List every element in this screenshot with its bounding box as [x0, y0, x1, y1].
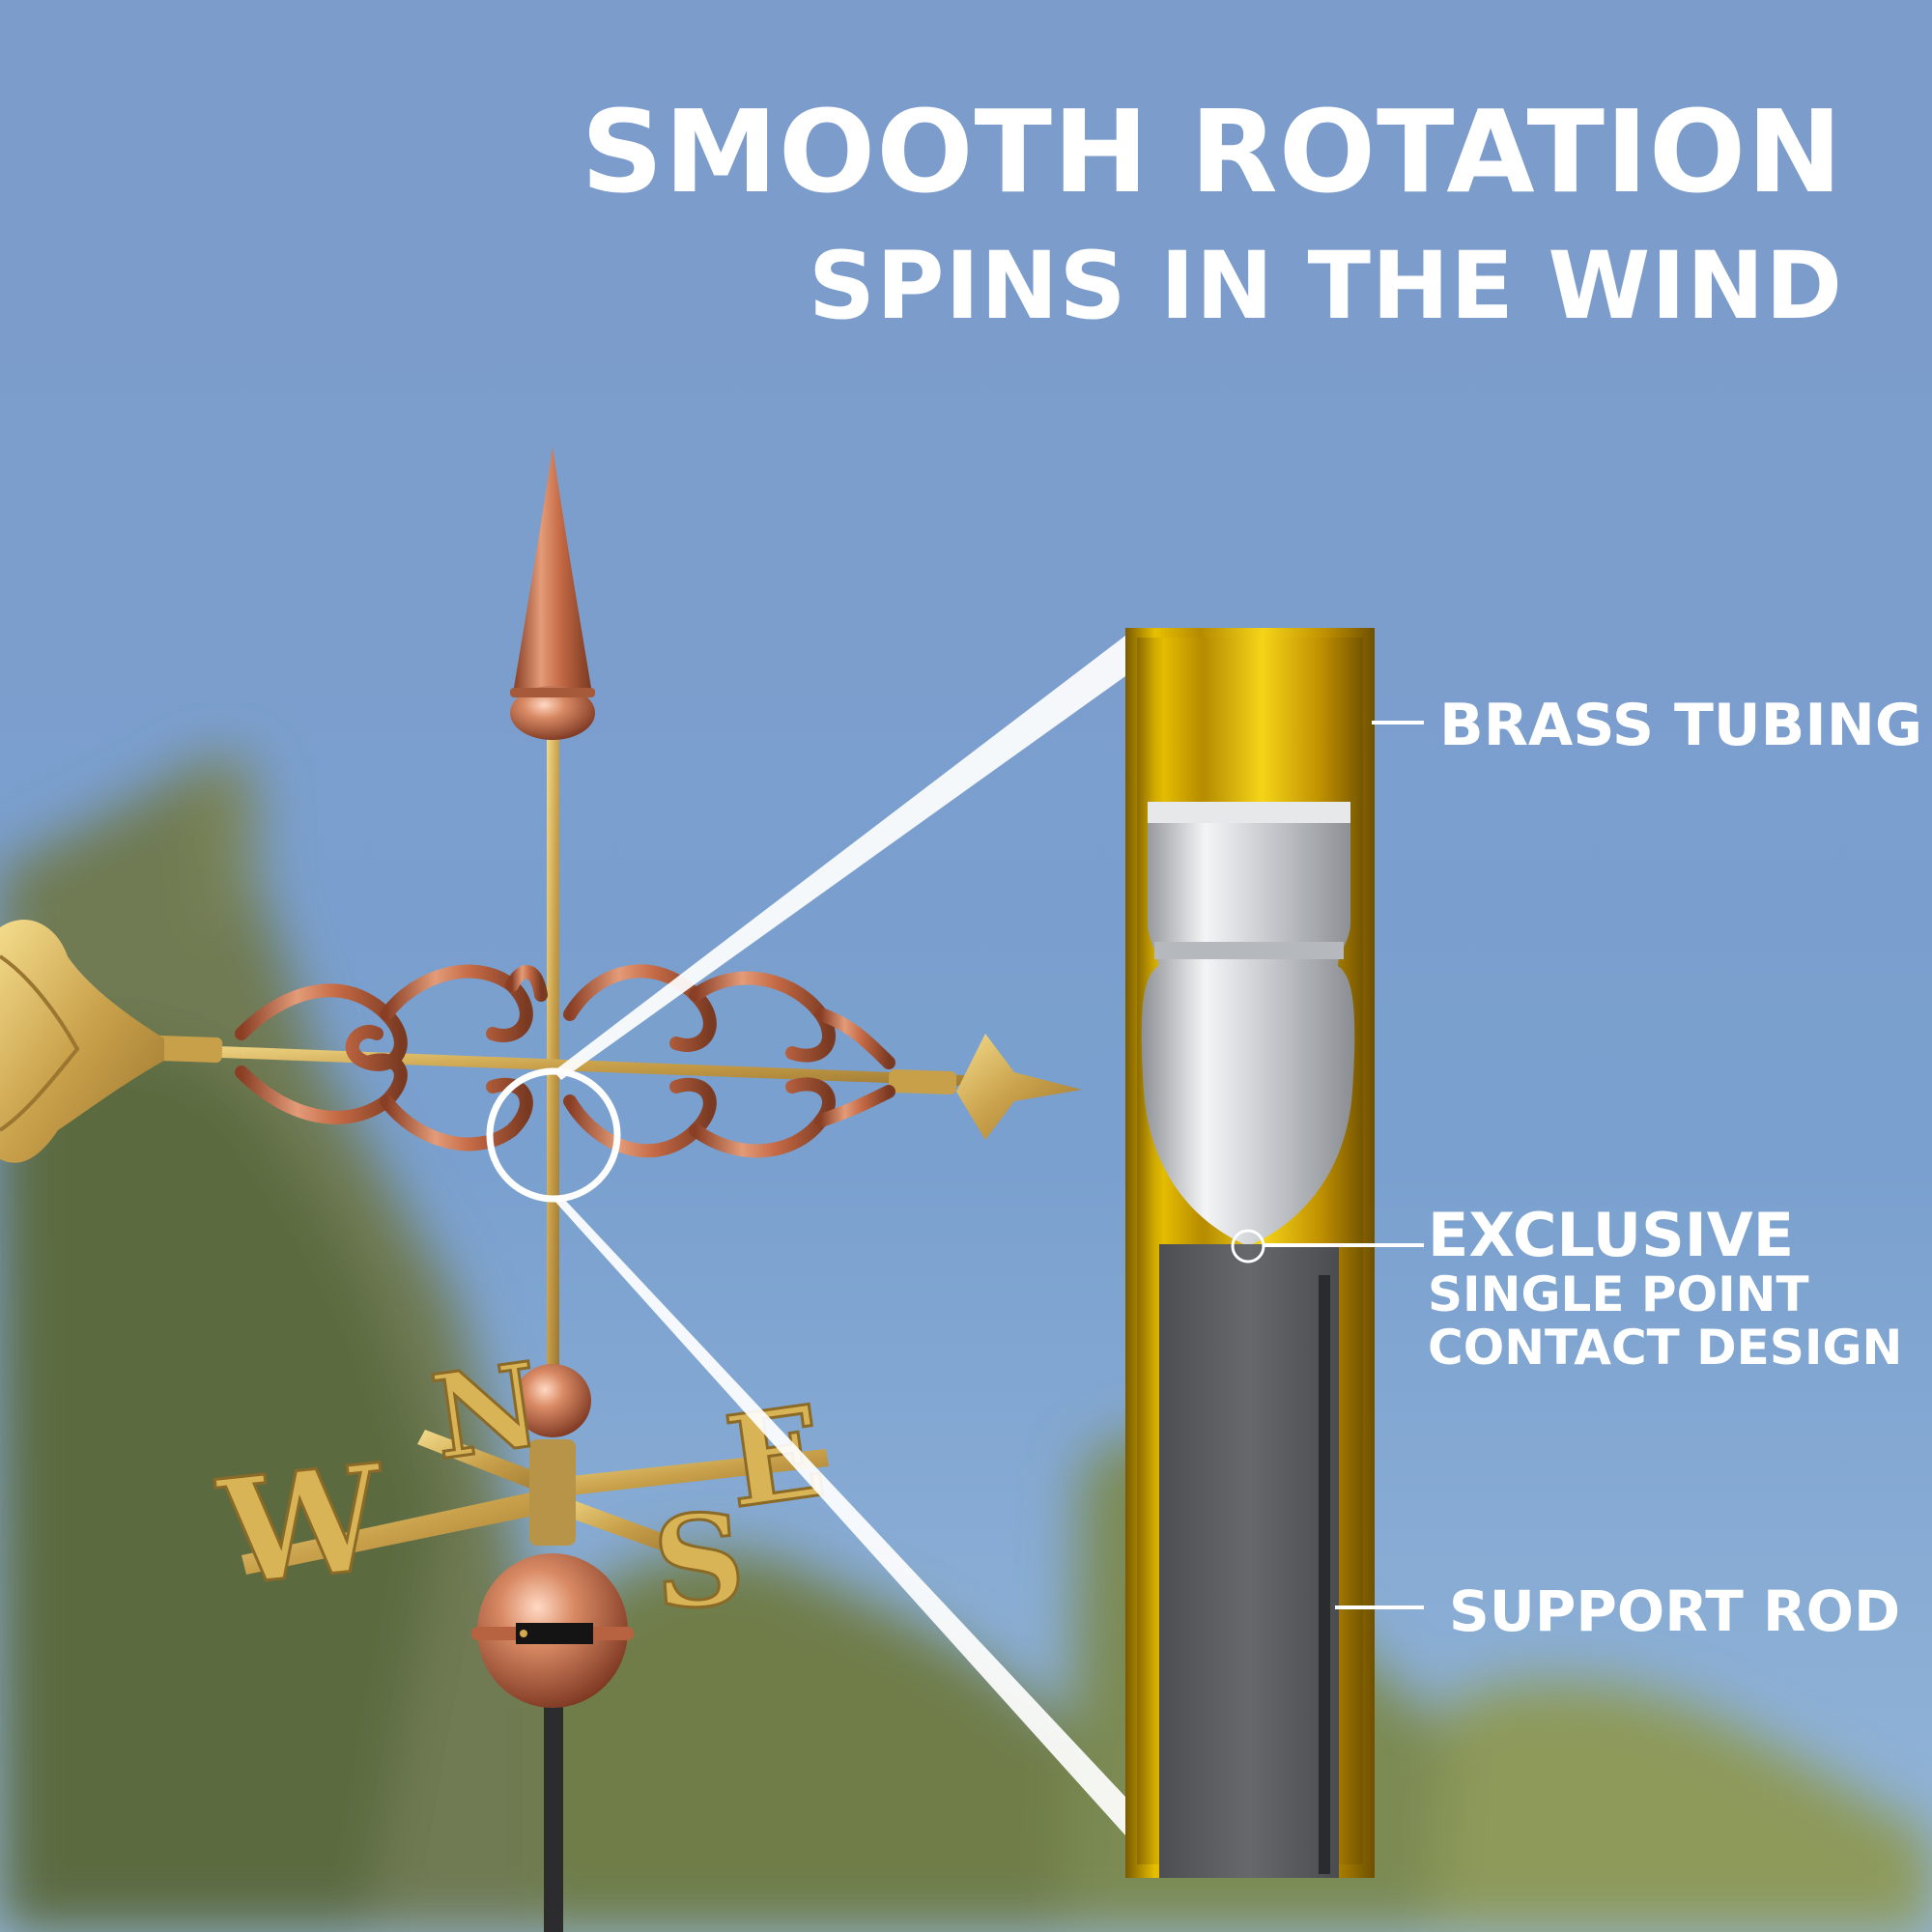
callout-exclusive-contact: EXCLUSIVE SINGLE POINT CONTACT DESIGN [1428, 1200, 1903, 1377]
copper-scrollwork [235, 964, 895, 1158]
support-rod [1159, 1244, 1339, 1878]
compass-letter-south: S [648, 1485, 749, 1638]
steel-pivot [1141, 802, 1355, 1246]
callout-exclusive-line2: SINGLE POINT [1428, 1266, 1809, 1323]
copper-finial [514, 446, 591, 688]
finial-base [510, 686, 595, 740]
zoom-connector-lower [554, 1196, 1125, 1835]
cutaway-detail [1125, 628, 1375, 1878]
callout-support-rod: SUPPORT ROD [1449, 1578, 1901, 1644]
mast-lower [544, 1700, 563, 1932]
compass-letter-north: N [424, 1337, 548, 1487]
zoom-connector-upper [554, 636, 1125, 1080]
arrow-tail [0, 919, 164, 1163]
callout-brass-tubing: BRASS TUBING [1439, 692, 1923, 759]
compass-letter-west: W [211, 1433, 394, 1619]
headline-subtitle: SPINS IN THE WIND [808, 232, 1843, 340]
headline-title: SMOOTH ROTATION [581, 85, 1843, 218]
upper-copper-ball [514, 1364, 591, 1437]
weathervane: N W E S [0, 446, 1082, 1932]
callout-exclusive-line1: EXCLUSIVE [1428, 1200, 1795, 1270]
logo-plaque [516, 1623, 593, 1644]
arrow-head [956, 1034, 1082, 1140]
mast-upper [547, 715, 559, 1372]
callout-exclusive-line3: CONTACT DESIGN [1428, 1320, 1903, 1377]
